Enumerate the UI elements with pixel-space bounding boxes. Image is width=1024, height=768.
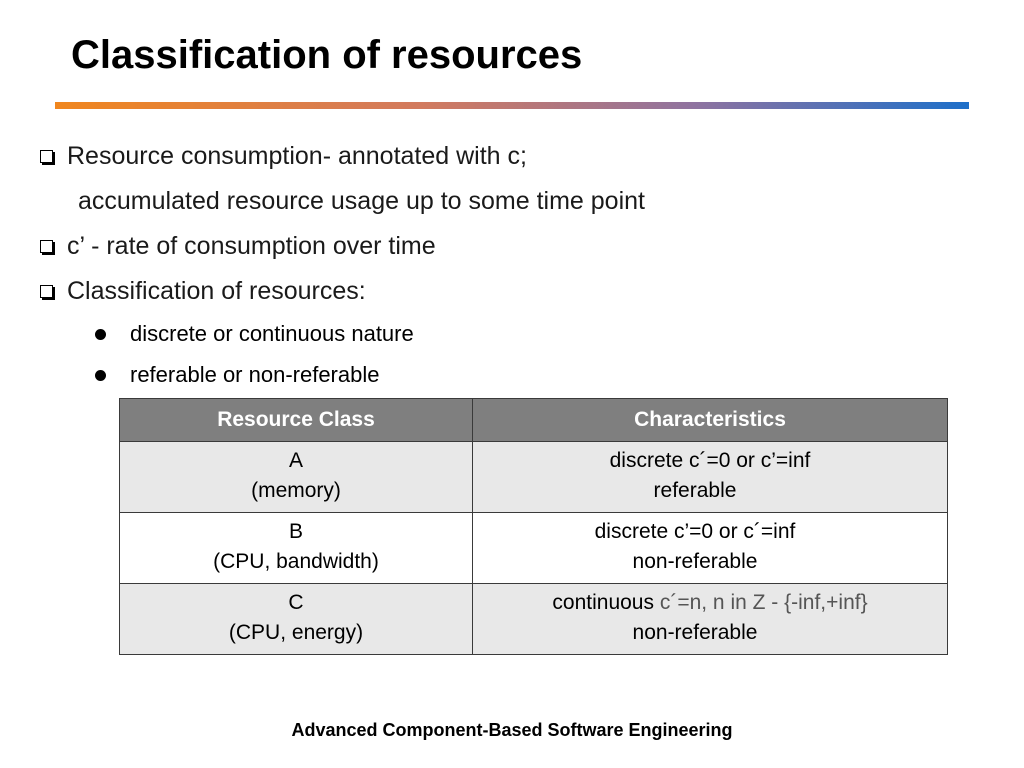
characteristics-cell: discrete c’=0 or c´=inf non-referable: [472, 512, 948, 584]
bullet-continuation-text: accumulated resource usage up to some ti…: [78, 186, 645, 215]
table-row: C (CPU, energy) continuous c´=n, n in Z …: [119, 583, 948, 655]
resource-classification-table: Resource Class Characteristics A (memory…: [119, 398, 948, 655]
class-name: B: [288, 520, 303, 543]
table-row: A (memory) discrete c´=0 or c’=inf refer…: [119, 441, 948, 513]
round-bullet-icon: [95, 328, 106, 340]
bullet-item-3: Classification of resources:: [40, 275, 366, 307]
bullet-text: c’ - rate of consumption over time: [67, 231, 436, 260]
checkbox-bullet-icon: [40, 239, 53, 253]
table-header-row: Resource Class Characteristics: [119, 398, 948, 442]
characteristic-line-1: discrete c’=0 or c´=inf: [473, 517, 947, 547]
bullet-text: Resource consumption- annotated with c;: [67, 141, 527, 170]
characteristic-line-2: non-referable: [632, 621, 758, 644]
class-detail: (CPU, bandwidth): [213, 550, 379, 573]
title-underline-rule: [55, 102, 969, 109]
sub-bullet-text: discrete or continuous nature: [130, 321, 414, 346]
characteristic-line-1-a: continuous: [552, 591, 660, 614]
slide-footer: Advanced Component-Based Software Engine…: [291, 720, 733, 740]
resource-class-cell: B (CPU, bandwidth): [119, 512, 473, 584]
characteristic-line-1-b: c´=n, n in Z - {-inf,+inf}: [659, 591, 868, 614]
class-name: C: [288, 591, 304, 614]
bullet-item-1-continuation: accumulated resource usage up to some ti…: [78, 185, 645, 217]
bullet-item-1: Resource consumption- annotated with c;: [40, 140, 527, 172]
bullet-text: Classification of resources:: [67, 276, 366, 305]
sub-bullet-item-2: referable or non-referable: [95, 361, 379, 389]
class-detail: (CPU, energy): [228, 621, 364, 644]
characteristic-line-1: discrete c´=0 or c’=inf: [473, 446, 947, 476]
class-detail: (memory): [251, 479, 341, 502]
header-characteristics: Characteristics: [472, 398, 948, 442]
round-bullet-icon: [95, 369, 106, 381]
resource-class-cell: A (memory): [119, 441, 473, 513]
characteristic-line-2: non-referable: [632, 550, 758, 573]
characteristics-cell: discrete c´=0 or c’=inf referable: [472, 441, 948, 513]
slide-title: Classification of resources: [71, 33, 583, 77]
characteristic-line-1-a: discrete c’=0 or c´=inf: [594, 520, 796, 543]
bullet-item-2: c’ - rate of consumption over time: [40, 230, 436, 262]
class-name: A: [288, 449, 303, 472]
characteristics-cell: continuous c´=n, n in Z - {-inf,+inf} no…: [472, 583, 948, 655]
sub-bullet-item-1: discrete or continuous nature: [95, 320, 414, 348]
resource-class-cell: C (CPU, energy): [119, 583, 473, 655]
characteristic-line-1-a: discrete c´=0 or c’=inf: [609, 449, 811, 472]
sub-bullet-text: referable or non-referable: [130, 362, 380, 387]
checkbox-bullet-icon: [40, 149, 53, 163]
table-row: B (CPU, bandwidth) discrete c’=0 or c´=i…: [119, 512, 948, 584]
characteristic-line-1: continuous c´=n, n in Z - {-inf,+inf}: [473, 588, 947, 618]
checkbox-bullet-icon: [40, 284, 53, 298]
header-resource-class: Resource Class: [119, 398, 473, 442]
characteristic-line-2: referable: [653, 479, 737, 502]
